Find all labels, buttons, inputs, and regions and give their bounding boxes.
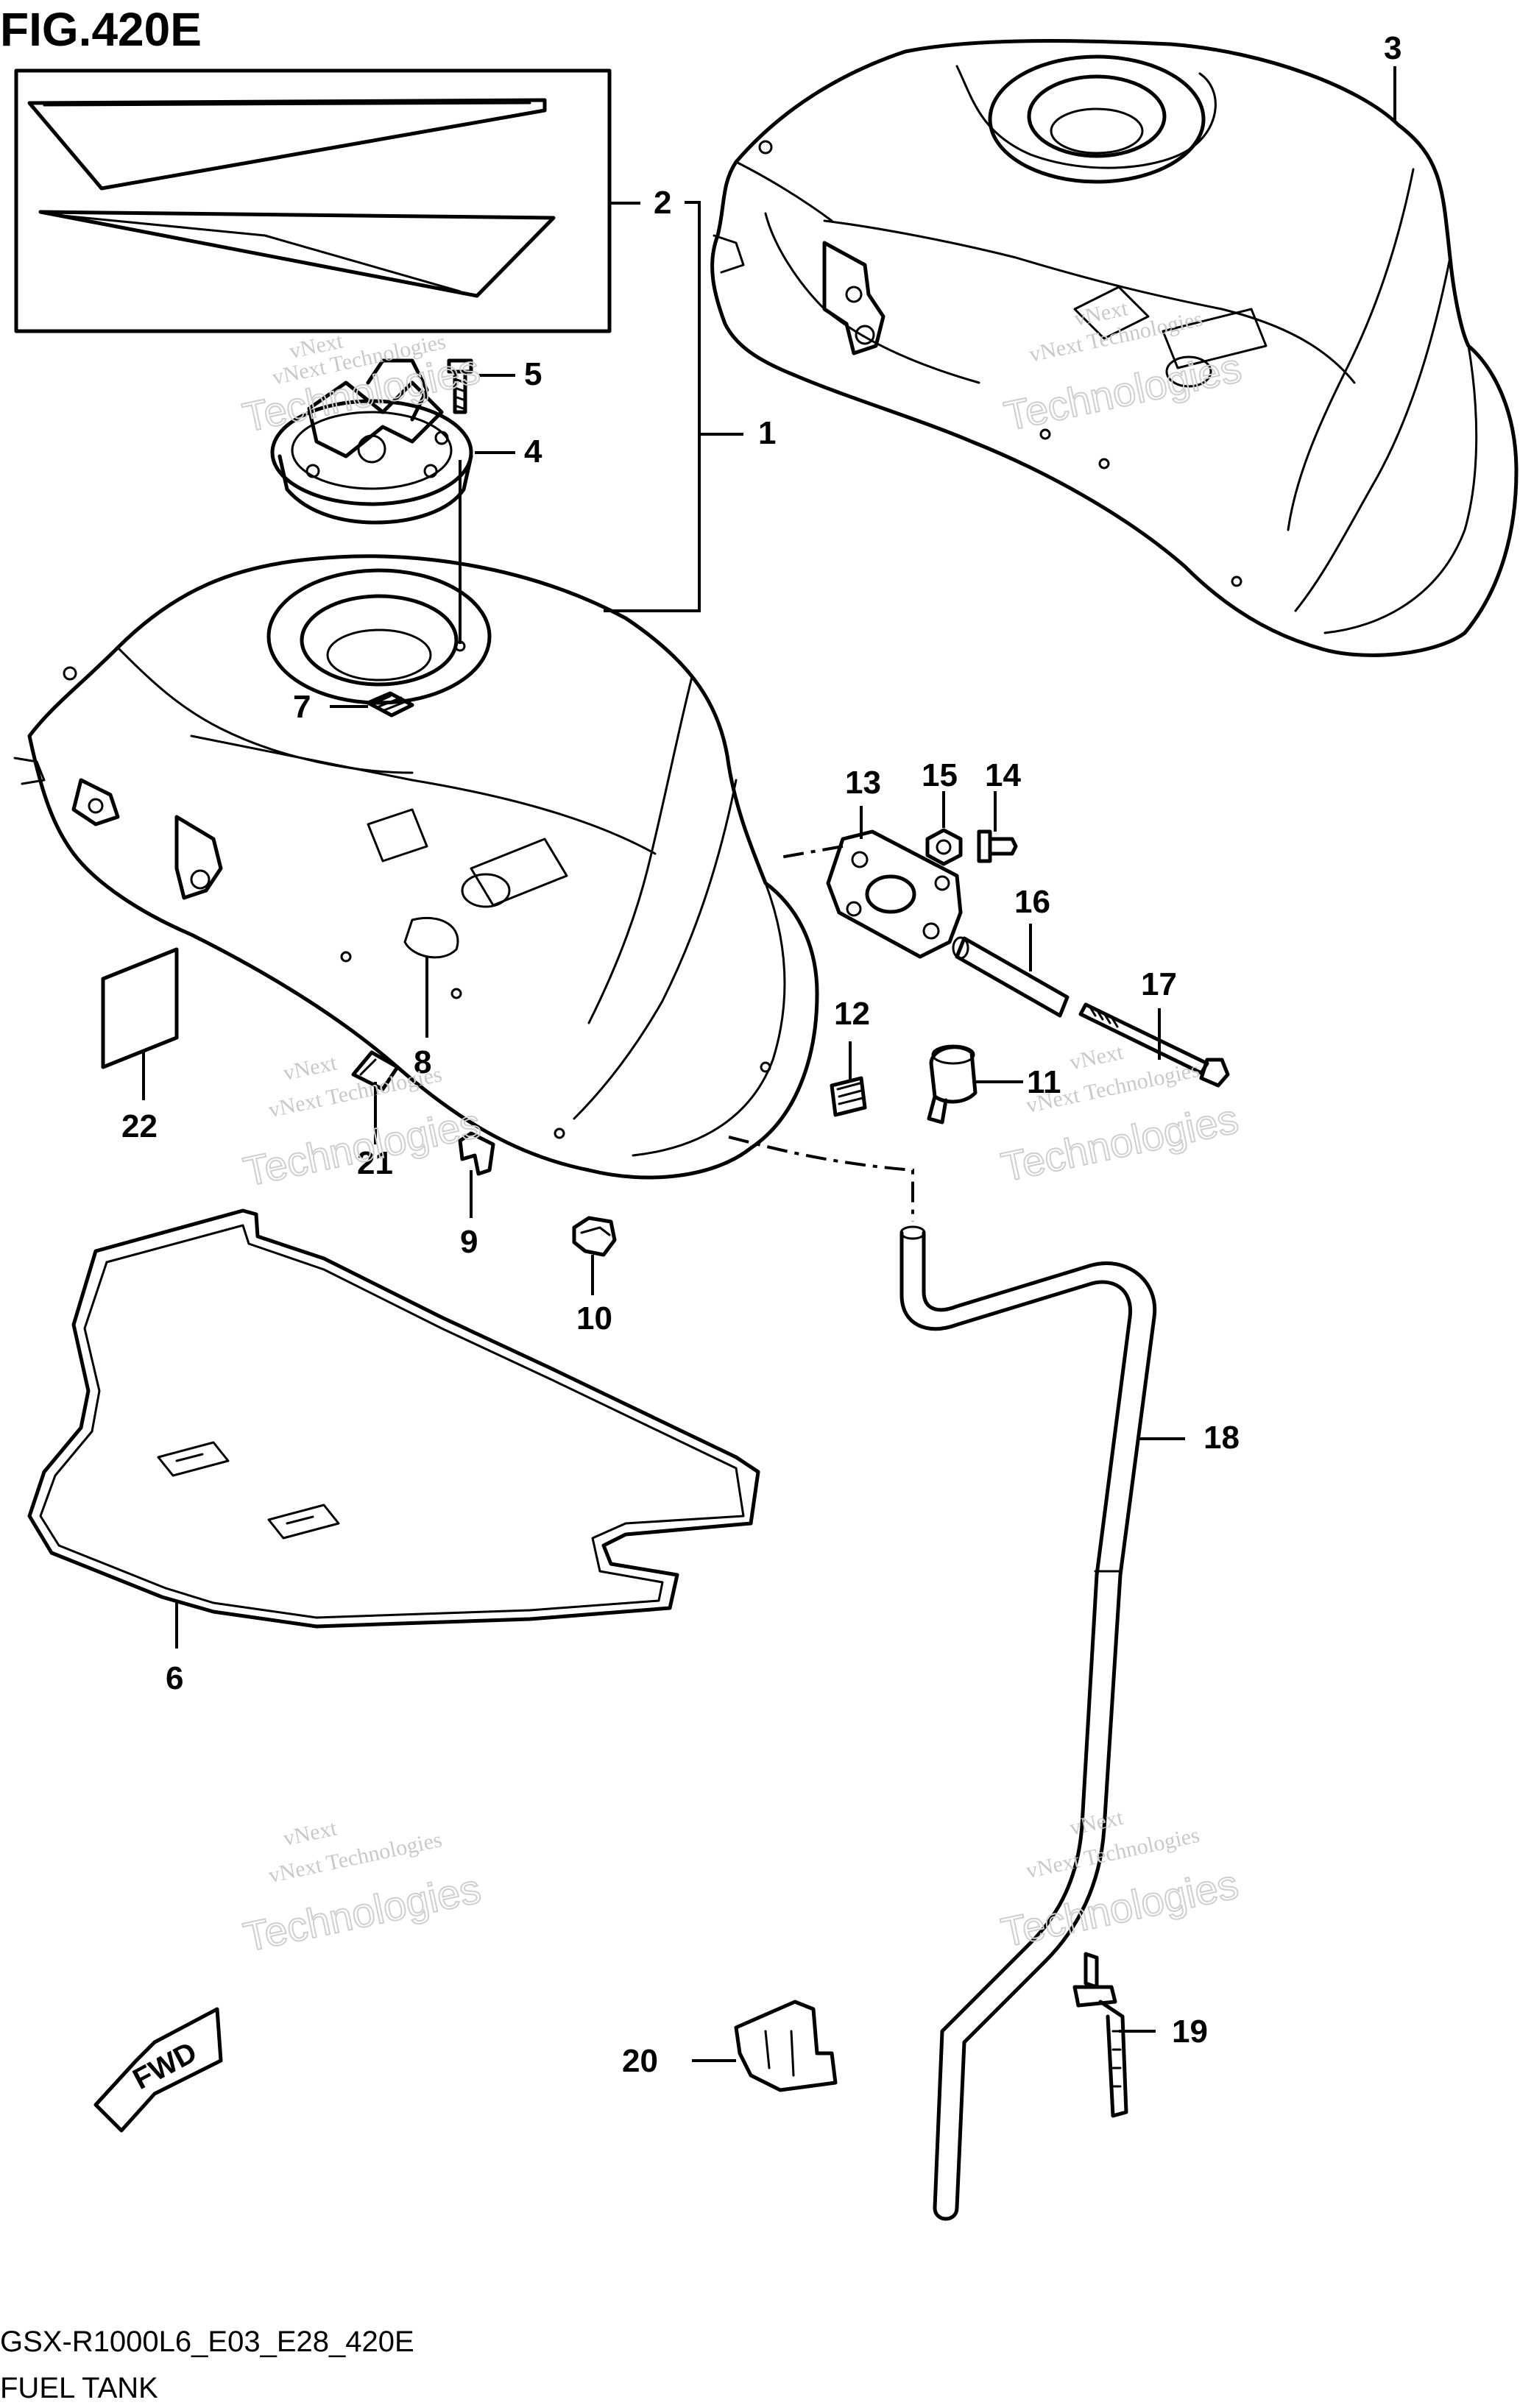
callout-8: 8 [414, 1044, 431, 1080]
cable-tie-part-19 [1072, 1952, 1128, 2118]
clamp-part-20 [734, 2000, 838, 2092]
fuel-tank-upper-view-part-3 [710, 39, 1519, 657]
callout-15: 15 [922, 757, 958, 793]
grommet-part-10 [572, 1216, 617, 1257]
watermark-mid-left: vNext vNext Technologies Technologies [238, 1050, 485, 1195]
callout-16: 16 [1014, 884, 1050, 920]
clip-part-21 [351, 1050, 400, 1091]
nut-part-15 [925, 828, 963, 866]
spacer-tube-part-16 [952, 936, 1070, 1018]
callout-4: 4 [524, 433, 542, 470]
callout-7: 7 [293, 689, 311, 725]
callout-17: 17 [1141, 966, 1177, 1002]
callout-22: 22 [121, 1108, 158, 1144]
callout-9: 9 [460, 1224, 478, 1260]
callout-13: 13 [845, 765, 881, 801]
svg-text:vNext: vNext [1067, 1040, 1125, 1075]
callouts: 2 3 5 4 1 7 13 15 14 16 17 12 11 8 22 21… [121, 30, 1401, 2079]
breather-hose-part-18 [899, 1225, 1157, 2221]
damper-part-11 [927, 1044, 978, 1125]
watermark-top-right: vNext vNext Technologies Technologies [1000, 296, 1246, 440]
figure-code: GSX-R1000L6_E03_E28_420E [0, 2326, 414, 2358]
long-bolt-part-17 [1078, 1002, 1230, 1088]
callout-2: 2 [654, 185, 671, 221]
callout-21: 21 [357, 1145, 393, 1181]
tank-pad-part-6 [27, 1208, 760, 1629]
watermark-bottom-left: vNext vNext Technologies Technologies [238, 1816, 485, 1961]
screw-part-5 [447, 358, 473, 414]
fuel-tank-main-part-1 [13, 554, 819, 1180]
callout-20: 20 [622, 2043, 658, 2079]
callout-3: 3 [1384, 30, 1401, 66]
callout-12: 12 [834, 996, 870, 1032]
callout-11: 11 [1027, 1064, 1061, 1100]
bolt-part-14 [977, 829, 1018, 863]
bracket-part-13 [826, 829, 963, 959]
figure-caption: FUEL TANK [0, 2372, 158, 2404]
callout-5: 5 [524, 356, 542, 392]
label-part-7 [366, 691, 414, 718]
figure-title: FIG.420E [0, 3, 202, 56]
callout-14: 14 [985, 757, 1021, 793]
callout-6: 6 [166, 1660, 183, 1696]
decal-stripes-part-2 [14, 68, 612, 333]
svg-text:vNext: vNext [281, 1816, 339, 1851]
watermark-mid-right: vNext vNext Technologies Technologies [997, 1040, 1243, 1191]
callout-10: 10 [576, 1300, 612, 1336]
forward-direction-arrow: FWD [93, 2007, 223, 2133]
callout-1: 1 [758, 415, 776, 451]
watermark-bottom-right: vNext vNext Technologies Technologies [997, 1805, 1243, 1957]
pad-part-12 [830, 1076, 867, 1117]
label-sheet-part-22 [101, 947, 179, 1069]
callout-19: 19 [1172, 2014, 1208, 2050]
callout-18: 18 [1203, 1420, 1240, 1456]
svg-text:vNext: vNext [281, 1050, 339, 1086]
svg-text:vNext: vNext [1067, 1805, 1125, 1841]
clamp-part-9 [458, 1131, 495, 1176]
leader-lines [142, 66, 1396, 2062]
fuel-cap-assembly-part-4 [270, 358, 473, 525]
